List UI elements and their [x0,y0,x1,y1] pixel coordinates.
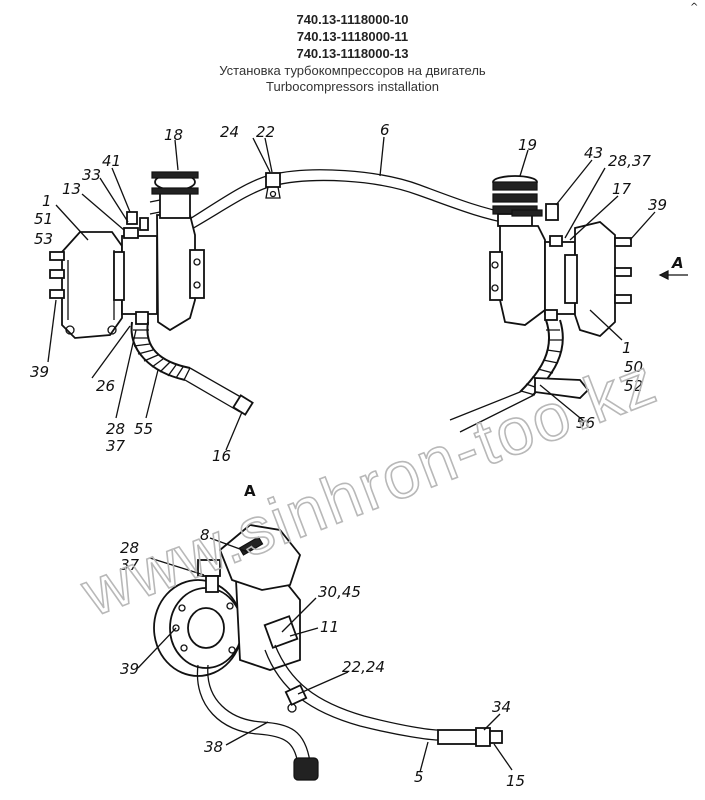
view-a-assembly [153,524,503,781]
callout-28-37-upper: 28,37 [608,152,651,170]
watermark: www.sinhron-too.kz [71,343,666,630]
part-code-3: 740.13-1118000-13 [296,46,409,61]
callout-53: 53 [34,230,53,248]
callout-22: 22 [256,123,275,141]
callout-39-left: 39 [30,363,49,381]
part-code-2: 740.13-1118000-11 [296,29,409,44]
bracket-22 [265,172,281,199]
bracket-22-24-view [284,684,308,713]
callout-30-45: 30,45 [318,583,361,601]
callout-5: 5 [414,768,424,786]
callout-24: 24 [220,123,239,141]
part-code-1: 740.13-1118000-10 [296,12,409,27]
callout-43: 43 [584,144,603,162]
callout-28-left: 28 [106,420,125,438]
leader-lines [47,136,656,773]
callout-18: 18 [164,126,183,144]
callout-38: 38 [204,738,223,756]
callout-52: 52 [624,377,643,395]
hose-55 [130,321,254,416]
callout-55: 55 [134,420,153,438]
callout-16: 16 [212,447,231,465]
hose-56 [449,319,590,433]
callout-11: 11 [320,618,339,636]
title-russian: Установка турбокомпрессоров на двигатель [219,63,486,78]
callout-28-view: 28 [120,539,139,557]
callout-15: 15 [506,772,525,790]
air-pipe-6 [184,169,513,231]
left-turbocompressor [49,171,205,339]
callout-19: 19 [518,136,537,154]
callout-39-right: 39 [648,196,667,214]
callout-6: 6 [380,121,390,139]
view-label: A [244,482,256,500]
callout-37-left: 37 [106,437,126,455]
callout-41: 41 [102,152,121,170]
callout-56: 56 [576,414,595,432]
callout-17: 17 [612,180,632,198]
callout-34: 34 [492,698,511,716]
view-arrow-label: A [671,254,684,272]
callout-33: 33 [82,166,101,184]
title-english: Turbocompressors installation [266,79,439,94]
callout-1-left: 1 [42,192,52,210]
callout-8: 8 [200,526,210,544]
view-arrow-a [658,270,688,280]
corner-mark: ^ [690,2,698,13]
callout-22-24: 22,24 [342,658,385,676]
callout-26: 26 [96,377,115,395]
callout-39-view: 39 [120,660,139,678]
callout-37-view: 37 [120,556,140,574]
callout-50: 50 [624,358,643,376]
callout-1-right: 1 [622,339,632,357]
callout-51: 51 [34,210,53,228]
callout-13: 13 [62,180,81,198]
right-turbocompressor [489,175,632,338]
